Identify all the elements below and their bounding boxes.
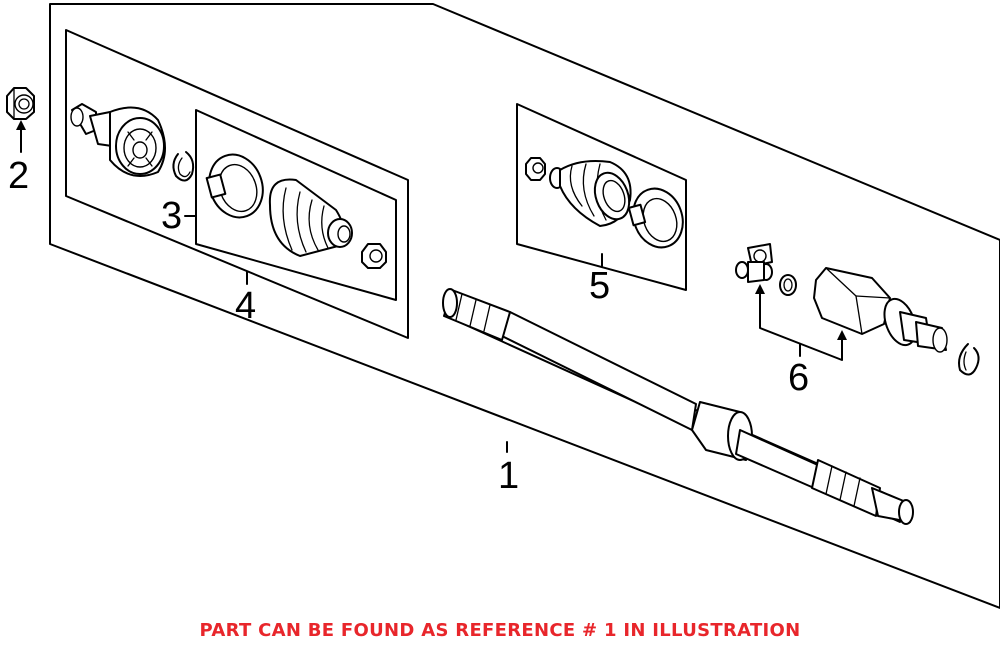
- callout-6: 6: [788, 357, 809, 399]
- outer-cv-joint: [70, 103, 166, 177]
- callout-3: 3: [161, 195, 182, 237]
- callout-2: 2: [8, 155, 29, 197]
- kit-box-3: [195, 109, 397, 301]
- kit-box-5: [516, 103, 687, 291]
- tripod-spider: [735, 243, 773, 283]
- axle-shaft: [442, 288, 914, 525]
- reference-note: PART CAN BE FOUND AS REFERENCE # 1 IN IL…: [199, 620, 801, 641]
- inner-boot-small-nut: [525, 157, 546, 181]
- snap-ring-outer: [172, 151, 195, 182]
- inner-cv-housing: [813, 267, 948, 353]
- arrowhead-2: [16, 120, 26, 130]
- snap-ring-inner: [958, 343, 980, 376]
- small-ring: [779, 274, 797, 296]
- callout-4: 4: [235, 285, 256, 327]
- kit-box-4: [65, 29, 409, 339]
- nut-part: [6, 87, 35, 120]
- inner-cv-boot: [549, 160, 632, 227]
- callout-5: 5: [589, 265, 610, 307]
- callout-1: 1: [498, 455, 519, 497]
- boot-clamp: [205, 153, 264, 219]
- main-panel: [49, 3, 1000, 609]
- axle-nut: [361, 243, 387, 269]
- arrowhead-6a: [755, 284, 765, 294]
- cv-boot: [268, 178, 353, 257]
- arrowhead-6b: [837, 330, 847, 340]
- inner-boot-clamp: [627, 187, 684, 249]
